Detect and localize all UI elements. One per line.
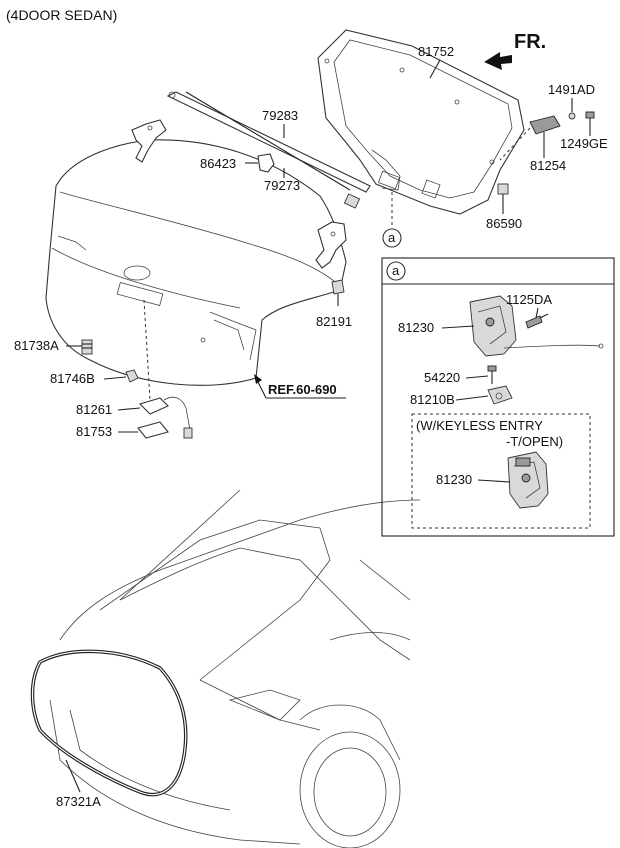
- callout-82191: 82191: [316, 314, 352, 329]
- clip-81746B: [125, 369, 139, 383]
- screw-1491AD: [568, 108, 576, 120]
- clip-86423: [245, 153, 275, 173]
- trunk-hinge-right: [315, 221, 347, 269]
- front-arrow-icon: [484, 52, 512, 70]
- callout-1125DA: 1125DA: [506, 292, 552, 307]
- callout-79283: 79283: [262, 108, 298, 123]
- trunk-lid-trim-panel: [317, 29, 525, 215]
- bumper-86590: [497, 183, 509, 214]
- detail-a-marker-label: a: [388, 230, 396, 245]
- spring-81738A: [81, 339, 93, 355]
- front-direction-label: FR.: [514, 31, 546, 53]
- callout-81230-keyless: 81230: [436, 472, 472, 487]
- trunk-open-switch-81254: [499, 115, 561, 161]
- detail-a-box: a: [381, 257, 615, 537]
- detail-a-marker[interactable]: a: [382, 192, 402, 248]
- callouts: 81752 1491AD 1249GE 81254 86590 79283 86…: [14, 44, 608, 809]
- keyless-label-line2: -T/OPEN): [506, 434, 563, 449]
- trunk-weatherstrip-87321A: [30, 649, 188, 797]
- callout-1491AD: 1491AD: [548, 82, 595, 97]
- license-lamp-81261: [138, 299, 193, 439]
- vehicle-rear-view: [49, 489, 421, 848]
- lid-stay-rod-lower: [185, 91, 361, 209]
- callout-81210B: 81210B: [410, 392, 455, 407]
- detail-a-box-marker: [386, 261, 406, 281]
- callout-81261: 81261: [76, 402, 112, 417]
- reference-callout[interactable]: REF.60-690: [254, 374, 346, 399]
- callout-79273: 79273: [264, 178, 300, 193]
- reference-label: REF.60-690: [268, 382, 337, 397]
- variant-label: (4DOOR SEDAN): [6, 7, 117, 23]
- striker-81210B: [487, 385, 513, 405]
- trunk-hinge-left: [131, 119, 167, 163]
- reference-arrow-icon: [254, 374, 262, 384]
- callout-81738A: 81738A: [14, 338, 59, 353]
- detail-a-box-marker-label: a: [392, 263, 400, 278]
- callout-81254: 81254: [530, 158, 566, 173]
- callout-86590: 86590: [486, 216, 522, 231]
- screw-54220: [487, 365, 497, 384]
- license-lamp-lens-81753: [137, 421, 169, 439]
- callout-54220: 54220: [424, 370, 460, 385]
- keyless-entry-subbox: [411, 413, 591, 529]
- callout-81752: 81752: [418, 44, 454, 59]
- callout-81753: 81753: [76, 424, 112, 439]
- bolt-1125DA: [525, 313, 549, 329]
- callout-81230: 81230: [398, 320, 434, 335]
- trunk-latch-81230: [469, 295, 604, 357]
- callout-86423: 86423: [200, 156, 236, 171]
- keyless-label-line1: (W/KEYLESS ENTRY: [416, 418, 543, 433]
- callout-87321A: 87321A: [56, 794, 101, 809]
- bumper-82191: [331, 279, 345, 306]
- callout-81746B: 81746B: [50, 371, 95, 386]
- trunk-latch-keyless-81230: [507, 451, 549, 509]
- bolt-1249GE: [585, 111, 595, 128]
- callout-1249GE: 1249GE: [560, 136, 608, 151]
